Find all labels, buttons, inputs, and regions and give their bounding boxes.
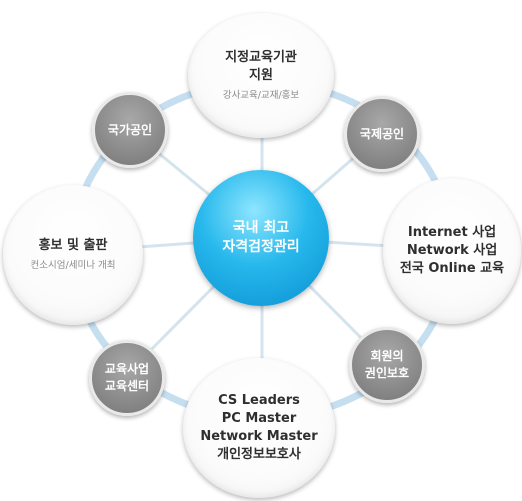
node-top-left: 국가공인 <box>92 92 168 168</box>
node-top-right-line-1: 국제공인 <box>359 126 405 141</box>
node-left-line-1: 홍보 및 출판 <box>38 238 108 253</box>
node-bottom-left-line-2: 교육센터 <box>104 379 150 393</box>
node-bottom-left: 교육사업 교육센터 <box>89 340 165 416</box>
node-center-line-1: 국내 최고 <box>232 220 290 236</box>
node-right-line-1: Internet 사업 <box>407 225 497 240</box>
node-bottom-line-4: 개인정보보호사 <box>217 447 301 462</box>
node-bottom-right-line-2: 권인보호 <box>364 366 410 380</box>
node-left-sub: 컨소시엄/세미나 개최 <box>30 260 116 271</box>
node-top-right: 국제공인 <box>344 96 420 172</box>
node-bottom-right: 회원의 권인보호 <box>349 327 425 403</box>
node-bottom-left-line-1: 교육사업 <box>104 362 150 376</box>
node-center-line-2: 자격검정관리 <box>222 239 300 255</box>
node-right: Internet 사업 Network 사업 전국 Online 교육 <box>383 178 521 324</box>
node-bottom-line-1: CS Leaders <box>218 393 300 408</box>
node-bottom-line-2: PC Master <box>221 411 297 426</box>
node-right-line-3: 전국 Online 교육 <box>399 261 505 276</box>
node-right-line-2: Network 사업 <box>406 243 498 258</box>
node-top-line-1: 지정교육기관 <box>225 49 297 65</box>
node-bottom-line-3: Network Master <box>200 429 318 444</box>
node-bottom: CS Leaders PC Master Network Master 개인정보… <box>183 358 335 498</box>
node-top-sub: 강사교육/교재/홍보 <box>222 89 300 101</box>
node-bottom-right-line-1: 회원의 <box>370 349 404 363</box>
node-top-left-line-1: 국가공인 <box>107 122 153 137</box>
node-top: 지정교육기관 지원 강사교육/교재/홍보 <box>188 13 334 138</box>
node-center: 국내 최고 자격검정관리 <box>193 170 329 306</box>
node-top-line-2: 지원 <box>249 67 273 83</box>
node-left: 홍보 및 출판 컨소시엄/세미나 개최 <box>3 185 143 325</box>
